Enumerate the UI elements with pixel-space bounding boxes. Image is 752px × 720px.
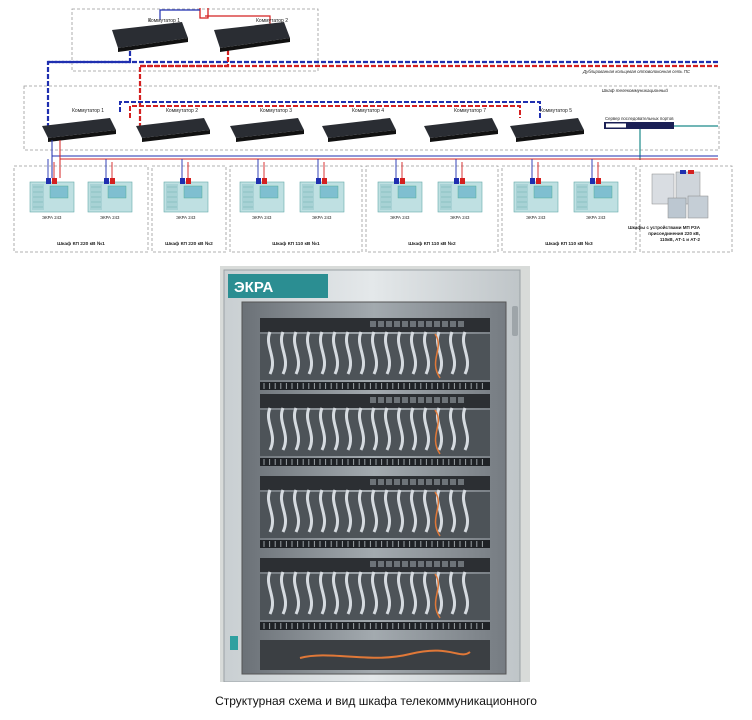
top-switch-2-label: Коммутатор 2	[256, 18, 288, 24]
dup-network-label: Дублированная кольцевая оптоволоконная с…	[582, 69, 691, 74]
top-switch-1	[112, 18, 188, 52]
ring-switch-3	[230, 118, 304, 142]
telecom-cabinet-photo: ЭКРА	[220, 266, 530, 682]
rza-label-2: присоединения 220 кВ,	[648, 231, 700, 236]
door-handle	[512, 306, 518, 336]
ekra-243-device	[377, 159, 423, 213]
device-label: ЭКРА 243	[100, 215, 120, 220]
cabinet-frame-1	[13, 165, 149, 253]
cabinet-frame-5	[501, 165, 637, 253]
telecom-cabinet-frame	[23, 85, 720, 151]
ring-switches: Коммутатор 1 Коммутатор 2 Коммутатор 3 Комм…	[42, 108, 584, 142]
cabinet-frame-3	[229, 165, 363, 253]
ekra-243-device	[29, 159, 75, 213]
brand-logo: ЭКРА	[234, 279, 274, 296]
brand-logo-plate	[228, 274, 328, 298]
top-switch-1-label: Коммутатор 1	[148, 18, 180, 24]
device-label: ЭКРА 243	[176, 215, 196, 220]
device-label: ЭКРА 243	[586, 215, 606, 220]
network-structure-diagram: Коммутатор 1 Коммутатор 2 Дублированная …	[13, 8, 733, 253]
ekra-243-device	[573, 159, 619, 213]
device-label: ЭКРА 243	[526, 215, 546, 220]
figure-caption: Структурная схема и вид шкафа телекоммун…	[215, 694, 537, 708]
ring-switch-label-3: Коммутатор 3	[260, 108, 292, 114]
ekra-243-device	[437, 159, 483, 213]
ring-switch-label-2: Коммутатор 2	[166, 108, 198, 114]
rza-devices-image	[651, 170, 709, 219]
serial-port-server	[604, 122, 674, 129]
cabinet-label-2: Шкаф КП 220 кВ №2	[165, 240, 213, 247]
patch-cables	[267, 331, 471, 659]
serial-server-label: Сервер последовательных портов	[605, 116, 674, 121]
ekra-243-device	[299, 159, 345, 213]
cabinet-frame-4	[365, 165, 499, 253]
ring-switch-label-1: Коммутатор 1	[72, 108, 104, 114]
cabinet-bus-lines	[51, 140, 718, 178]
rza-label-1: Шкафы с устройствами МП РЗА	[628, 224, 701, 230]
ekra-243-device	[513, 159, 559, 213]
door-label-sticker	[230, 636, 238, 650]
ring-switch-2	[136, 118, 210, 142]
ellipsis-1: . . .	[370, 96, 381, 105]
rza-label-3: 110кВ, АТ-1 и АТ-2	[660, 237, 701, 242]
ring-switch-5	[424, 118, 498, 142]
telecom-cabinet-label: Шкаф телекоммуникационный	[602, 87, 668, 93]
device-label: ЭКРА 243	[390, 215, 410, 220]
device-label: ЭКРА 243	[312, 215, 332, 220]
cabinet-frame-2	[151, 165, 227, 253]
ring-switch-6	[510, 118, 584, 142]
ring-switch-1	[42, 118, 116, 142]
ellipsis-2: . . .	[462, 96, 473, 105]
cabinet-label-4: Шкаф КП 110 кВ №2	[408, 240, 456, 247]
device-label: ЭКРА 243	[252, 215, 272, 220]
rza-cabinet-frame	[639, 165, 733, 253]
device-label: ЭКРА 243	[450, 215, 470, 220]
ring-switch-label-5: Коммутатор 7	[454, 108, 486, 114]
ekra-243-device	[239, 159, 285, 213]
top-switch-2	[214, 22, 290, 52]
ring-switch-label-4: Коммутатор 4	[352, 108, 384, 114]
cabinet-label-5: Шкаф КП 110 кВ №3	[545, 240, 593, 247]
ekra-243-device	[163, 159, 209, 213]
cabinet-label-1: Шкаф КП 220 кВ №1	[57, 240, 105, 247]
cabinet-label-3: Шкаф КП 110 кВ №1	[272, 240, 320, 247]
ekra-243-device	[87, 159, 133, 213]
ring-switch-4	[322, 118, 396, 142]
device-label: ЭКРА 243	[42, 215, 62, 220]
ring-switch-label-6: Коммутатор 5	[540, 108, 572, 114]
top-switch-frame	[71, 8, 319, 72]
ring-network-lines	[46, 8, 718, 128]
